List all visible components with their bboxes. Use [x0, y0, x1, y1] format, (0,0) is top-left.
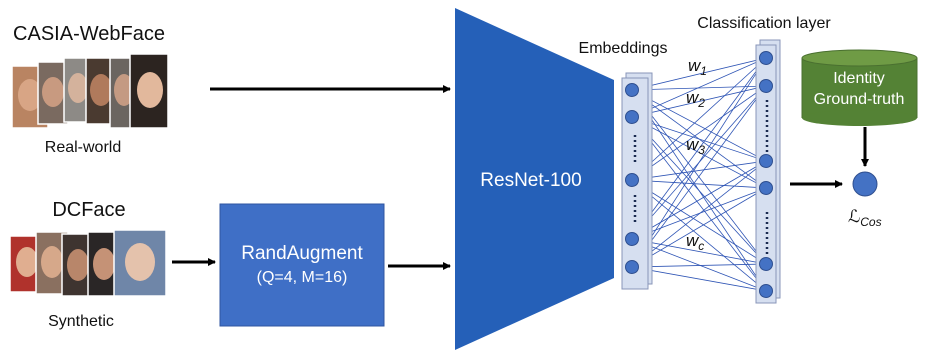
- randaugment-title: RandAugment: [241, 243, 363, 264]
- classification-node: [759, 181, 773, 195]
- face-image: [129, 53, 169, 129]
- connection-edge: [631, 85, 767, 181]
- classification-node: [759, 154, 773, 168]
- connection-edge: [631, 160, 767, 268]
- connection-edge: [631, 85, 767, 91]
- embedding-node: [625, 83, 639, 97]
- weight-label-w2: w2: [686, 88, 705, 110]
- resnet-label: ResNet-100: [480, 170, 581, 191]
- classification-layer-label: Classification layer: [697, 15, 831, 32]
- loss-node: [852, 171, 878, 197]
- weight-labels: w1 w2 w3 wc: [686, 56, 707, 253]
- connection-edge: [631, 238, 767, 265]
- classification-node: [759, 284, 773, 298]
- connection-edge: [631, 57, 767, 268]
- connection-edge: [631, 116, 767, 162]
- synthetic-dataset-caption: Synthetic: [48, 313, 114, 330]
- synthetic-dataset-title: DCFace: [52, 199, 125, 221]
- embedding-node: [625, 173, 639, 187]
- classification-column: [755, 39, 781, 304]
- classification-nodes: [759, 51, 773, 298]
- face-image: [37, 61, 69, 125]
- embedding-nodes: [625, 83, 639, 274]
- connection-edge: [631, 179, 767, 265]
- classification-node: [759, 257, 773, 271]
- randaugment-params: (Q=4, M=16): [257, 269, 348, 286]
- identity-ground-truth-cylinder: [801, 49, 918, 126]
- connection-edge: [631, 57, 767, 181]
- resnet-backbone: [455, 8, 614, 350]
- weight-label-w3: w3: [686, 135, 705, 157]
- fully-connected-edges: [631, 57, 767, 292]
- connection-edge: [631, 89, 767, 162]
- real-dataset-caption: Real-world: [45, 139, 121, 156]
- identity-label-line2: Ground-truth: [814, 91, 905, 108]
- connection-edge: [631, 85, 767, 118]
- identity-label-line1: Identity: [833, 70, 885, 87]
- connection-edge: [631, 57, 767, 91]
- classification-node: [759, 51, 773, 65]
- connection-edge: [631, 57, 767, 240]
- connection-edge: [631, 57, 767, 118]
- loss-label: ℒCos: [848, 207, 882, 229]
- connection-edge: [631, 263, 767, 268]
- embedding-node: [625, 110, 639, 124]
- connection-edge: [631, 179, 767, 292]
- connection-edge: [631, 116, 767, 189]
- connection-edge: [631, 187, 767, 268]
- connection-edge: [631, 85, 767, 268]
- connection-edge: [631, 266, 767, 292]
- connection-edge: [631, 116, 767, 292]
- face-image: [113, 229, 167, 297]
- connection-edge: [631, 116, 767, 265]
- embeddings-label: Embeddings: [579, 40, 668, 57]
- synthetic-face-images: [9, 229, 167, 297]
- real-dataset-title: CASIA-WebFace: [13, 23, 165, 45]
- weight-label-wc: wc: [686, 231, 704, 253]
- embedding-node: [625, 232, 639, 246]
- randaugment-box: [219, 203, 385, 327]
- classification-node: [759, 79, 773, 93]
- connection-edge: [631, 238, 767, 292]
- connection-edge: [631, 179, 767, 189]
- connection-edge: [631, 160, 767, 240]
- embedding-node: [625, 260, 639, 274]
- weight-label-w1: w1: [688, 56, 707, 78]
- real-face-images: [11, 53, 169, 129]
- connection-edge: [631, 160, 767, 181]
